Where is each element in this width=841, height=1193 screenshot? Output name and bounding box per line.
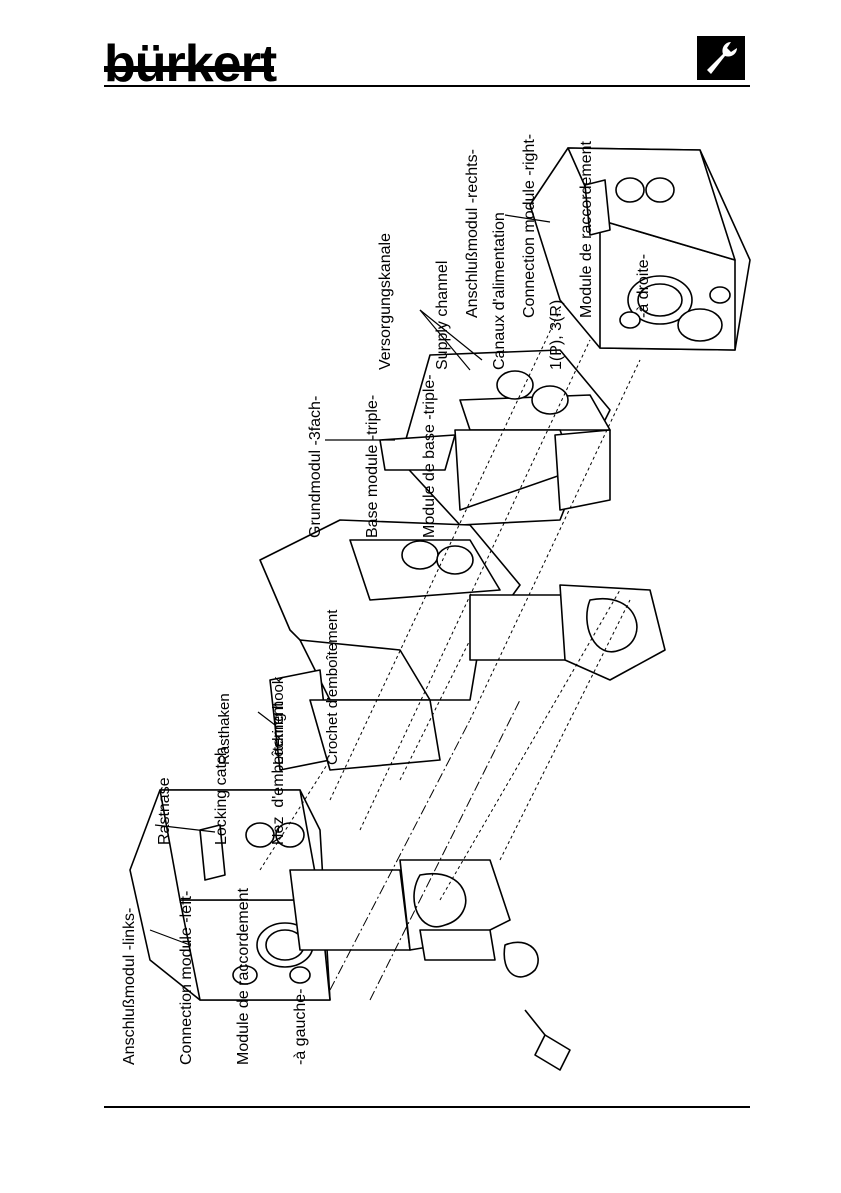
header-rule (104, 85, 750, 87)
valve-assembly-middle (259, 519, 666, 771)
base-module-label: Grundmodul -3fach- Base module -triple- … (268, 374, 458, 538)
label-line: Anschlußmodul -links- (121, 907, 138, 1065)
label-line: Anschlußmodul -rechts- (464, 149, 481, 318)
connection-module-left (129, 789, 331, 1001)
valve-assembly-left (289, 859, 511, 961)
label-line: -à droite- (635, 253, 652, 318)
footer-rule (104, 1106, 750, 1108)
label-line: Grundmodul -3fach- (307, 395, 324, 538)
label-line: Connection module -right- (521, 133, 538, 318)
connection-module-right-label: Anschlußmodul -rechts- Connection module… (425, 134, 672, 318)
label-line: Rastnase (156, 777, 173, 845)
label-line: Connection module -left- (178, 890, 195, 1065)
base-module-triple (379, 349, 611, 526)
locking-hook-label: Rasthaken Locking hook Crochet d'emboîte… (180, 610, 360, 765)
label-line: -à gauche- (292, 988, 309, 1066)
label-line: Crochet d'emboîtement (324, 609, 341, 765)
connection-module-left-label: Anschlußmodul -links- Connection module … (82, 888, 329, 1065)
label-line: Module de base -triple- (421, 374, 438, 538)
label-line: Base module -triple- (364, 394, 381, 538)
label-line: Versorgungskanale (377, 233, 394, 370)
logo-underline (104, 66, 274, 72)
label-line: Locking hook (270, 676, 287, 765)
connection-module-right (529, 147, 751, 351)
screwdriver (503, 941, 571, 1071)
wrench-icon (697, 36, 745, 80)
label-line: Rasthaken (216, 693, 233, 765)
label-line: Module de raccordement (235, 888, 252, 1065)
label-line: Module de raccordement (578, 141, 595, 318)
burkert-logo: bürkert (104, 35, 277, 93)
